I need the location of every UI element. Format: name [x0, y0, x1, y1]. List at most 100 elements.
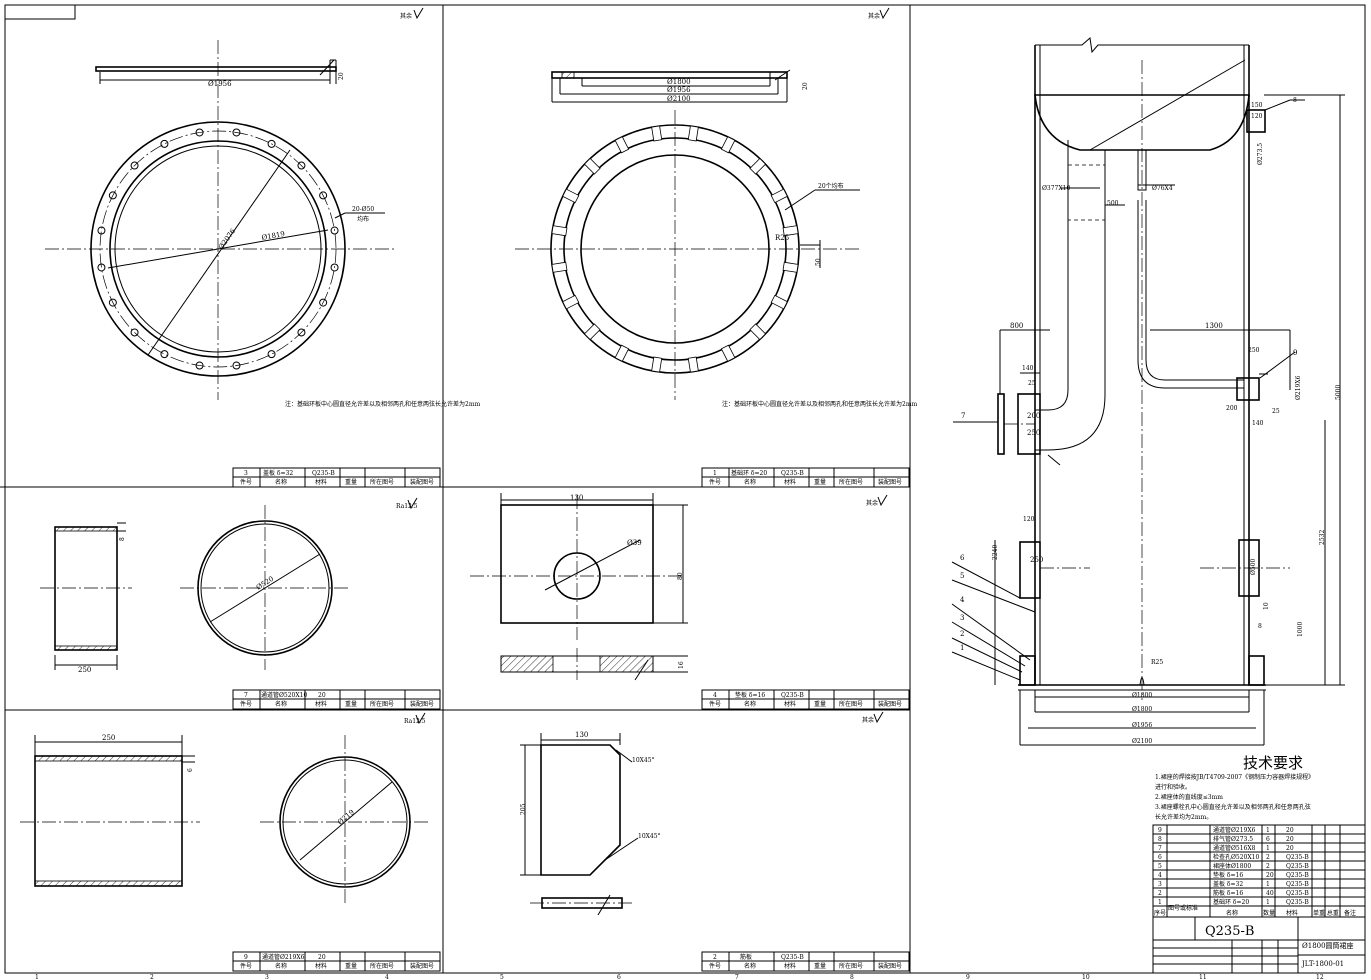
zone-10: 10 [1082, 974, 1090, 980]
svg-text:205: 205 [520, 803, 527, 815]
svg-text:200: 200 [1027, 412, 1040, 420]
bom-cell-no: 6 [1158, 854, 1162, 861]
bolt-hole [108, 191, 117, 200]
bom-cell-name: 裙座体Ø1800 [1213, 862, 1251, 870]
svg-text:8: 8 [119, 537, 126, 541]
ring-slot [749, 323, 767, 341]
bom-cell-mat: 20 [1286, 836, 1294, 843]
svg-text:Ø1800: Ø1800 [1132, 706, 1152, 713]
svg-text:材料: 材料 [784, 700, 796, 708]
svg-text:250: 250 [78, 666, 91, 674]
bom-cell-qty: 2 [1266, 854, 1270, 861]
bolt-hole [319, 298, 328, 307]
svg-text:其余: 其余 [866, 499, 878, 507]
roughness-mark: 其余 [868, 12, 880, 20]
svg-text:名称: 名称 [744, 700, 756, 708]
bolt-hole [330, 263, 339, 272]
ring-slot [551, 261, 568, 273]
svg-text:件号: 件号 [709, 700, 721, 708]
drawing-title: Ø1800圆筒裙座 [1302, 941, 1354, 950]
svg-text:重量: 重量 [814, 478, 826, 486]
svg-text:2.裙座体的直线度≤3mm: 2.裙座体的直线度≤3mm [1155, 793, 1223, 801]
svg-text:所在图号: 所在图号 [370, 700, 394, 708]
svg-text:名称: 名称 [744, 962, 756, 970]
dim-d1: Ø1800 [667, 78, 691, 86]
part1-base-ring-view: 其余 Ø1956 20 Ø2076 Ø1819 20-Ø50 均布 注：基础环板… [45, 7, 481, 408]
svg-text:重量: 重量 [345, 478, 357, 486]
bom-cell-mat: Q235-B [1286, 890, 1309, 897]
ring-slot [782, 225, 799, 237]
svg-text:材料: 材料 [1286, 909, 1298, 917]
svg-text:序号: 序号 [1154, 909, 1166, 917]
bom-cell-no: 5 [1158, 863, 1162, 870]
svg-text:所在图号: 所在图号 [839, 962, 863, 970]
bom-table-part2: 2 筋板 Q235-B 件号 名称 材料 重量 所在图号 装配图号 [701, 951, 910, 972]
part2b-rib-view: 其余 130 205 10X45° 10X45° [520, 711, 884, 916]
part2-ring-view: 其余 Ø1800 Ø1956 Ø2100 20 20个均布 R25 50 注：基… [515, 7, 918, 408]
bom-cell-no: 8 [1158, 836, 1162, 843]
bom-cell-qty: 1 [1266, 899, 1270, 906]
bolt-hole [130, 328, 139, 337]
ring-slot [583, 157, 601, 175]
svg-text:装配图号: 装配图号 [410, 962, 434, 970]
zone-4: 4 [385, 974, 389, 980]
ring-slot [687, 125, 699, 142]
ring-slot [651, 125, 663, 142]
svg-text:10: 10 [1263, 602, 1270, 610]
dim-d2: Ø1956 [667, 86, 691, 94]
svg-text:件号: 件号 [709, 478, 721, 486]
ring-slot [720, 136, 736, 154]
svg-text:材料: 材料 [315, 478, 327, 486]
svg-text:10X45°: 10X45° [638, 833, 661, 840]
dim-d3: Ø2100 [667, 95, 691, 103]
zone-5: 5 [500, 974, 504, 980]
zone-2: 2 [150, 974, 154, 980]
svg-text:1000: 1000 [1297, 622, 1304, 637]
svg-text:材料: 材料 [784, 478, 796, 486]
svg-text:25: 25 [1272, 408, 1280, 415]
ring-slot [720, 344, 736, 362]
svg-text:Ø1956: Ø1956 [1132, 722, 1152, 729]
ring-slot [770, 294, 788, 310]
svg-text:1: 1 [713, 470, 717, 477]
bom-cell-mat: Q235-B [1286, 854, 1309, 861]
ring-slot [782, 261, 799, 273]
zone-11: 11 [1199, 974, 1207, 980]
bom-mat: Q235-B [312, 470, 335, 477]
svg-text:3: 3 [960, 614, 964, 622]
bom-cell-no: 4 [1158, 872, 1162, 879]
svg-text:250: 250 [1027, 429, 1040, 437]
svg-text:通道管Ø219X6: 通道管Ø219X6 [262, 953, 305, 961]
svg-text:5000: 5000 [1335, 385, 1342, 400]
drawing-number: JLT-1800-01 [1301, 960, 1344, 968]
main-assembly-view: Ø76X4 Ø377X10 500 200 250 140 25 800 250… [951, 37, 1345, 746]
svg-text:Q235-B: Q235-B [781, 954, 804, 961]
svg-text:R25: R25 [1151, 659, 1163, 666]
svg-text:150: 150 [1251, 102, 1263, 109]
bom-cell-no: 1 [1158, 899, 1162, 906]
svg-text:9: 9 [244, 954, 248, 961]
svg-text:1: 1 [960, 644, 964, 652]
svg-text:1300: 1300 [1205, 322, 1223, 330]
svg-text:其余: 其余 [862, 716, 874, 724]
svg-text:Ø219X6: Ø219X6 [1295, 375, 1302, 400]
svg-text:名称: 名称 [275, 478, 287, 486]
svg-text:800: 800 [1010, 322, 1023, 330]
svg-text:件号: 件号 [240, 962, 252, 970]
svg-text:1.裙座的焊接按JB/T4709-2007《钢制压力容器焊接: 1.裙座的焊接按JB/T4709-2007《钢制压力容器焊接规程》 [1155, 773, 1314, 781]
svg-text:250: 250 [1248, 347, 1260, 354]
bolt-hole [160, 139, 169, 148]
dim-r: R25 [775, 234, 789, 242]
svg-text:重量: 重量 [345, 962, 357, 970]
part4-pad-view: 其余 130 Ø39 80 16 [470, 493, 888, 681]
svg-text:数量: 数量 [1263, 909, 1275, 917]
bom-name: 盖板 δ=32 [263, 469, 293, 477]
bolt-hole [297, 328, 306, 337]
svg-text:件号: 件号 [240, 700, 252, 708]
svg-text:所在图号: 所在图号 [370, 478, 394, 486]
dim-id: Ø1819 [261, 230, 286, 242]
svg-text:名称: 名称 [1226, 909, 1238, 917]
svg-text:20: 20 [318, 692, 326, 699]
bolt-hole [97, 263, 106, 272]
